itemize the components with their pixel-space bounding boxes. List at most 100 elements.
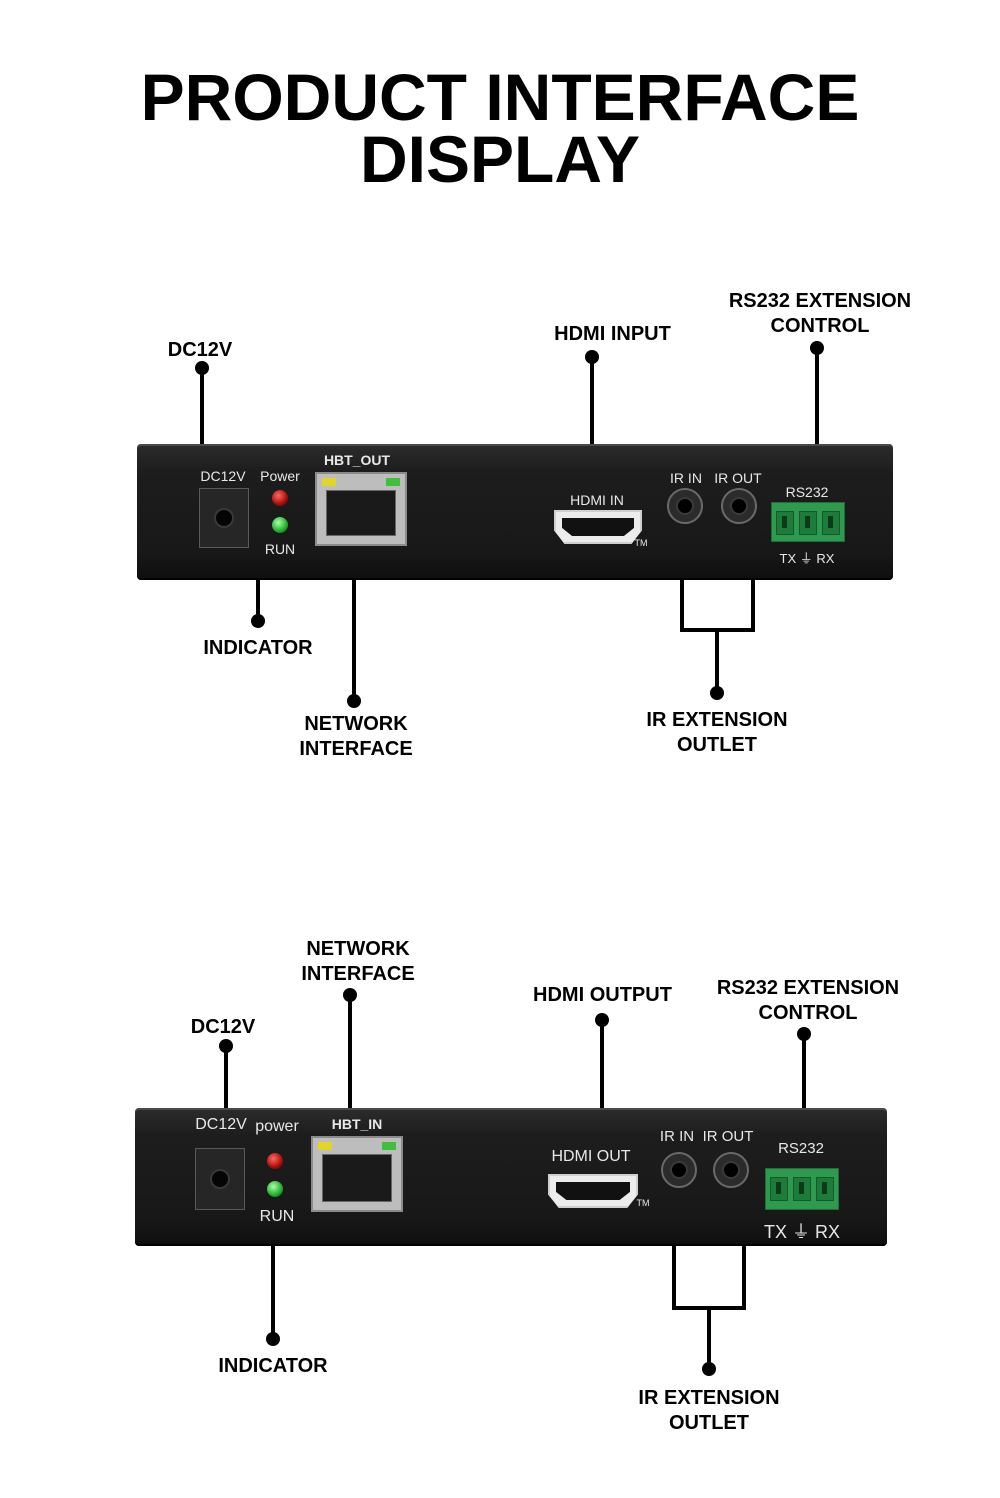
callout-dc12v: DC12V	[167, 339, 233, 361]
callout-ir-line2: OUTLET	[669, 1412, 749, 1434]
callout-network-interface: NETWORK INTERFACE	[276, 712, 436, 762]
hdmi-port[interactable]	[554, 510, 642, 544]
callout-network-interface: NETWORK INTERFACE	[278, 937, 438, 987]
hdmi-socket	[556, 1182, 630, 1200]
callout-line	[271, 1246, 275, 1334]
panel-label-dc12v: DC12V	[200, 468, 246, 484]
rj45-activity-led	[386, 478, 400, 486]
callout-dot	[251, 614, 265, 628]
rs232-terminal-rx	[816, 1177, 834, 1201]
callout-rs232-line2: CONTROL	[758, 1002, 858, 1024]
hdmi-socket	[562, 518, 634, 536]
callout-line	[200, 368, 204, 444]
callout-line	[590, 357, 594, 444]
dc-jack-hole	[216, 510, 232, 526]
panel-label-dc12v: DC12V	[195, 1116, 247, 1133]
callout-rs232-line1: RS232 EXTENSION	[728, 290, 912, 312]
rs232-terminal-gnd	[799, 511, 817, 535]
callout-indicator: INDICATOR	[203, 637, 313, 659]
rj45-link-led	[322, 478, 336, 486]
callout-dot	[702, 1362, 716, 1376]
panel-label-terminals: TX ⏚ RX	[763, 1222, 840, 1242]
callout-ir-extension: IR EXTENSION OUTLET	[614, 1386, 804, 1436]
callout-rs232-line2: CONTROL	[770, 315, 870, 337]
callout-dot	[347, 694, 361, 708]
panel-label-hbt: HBT_OUT	[323, 452, 391, 468]
rj45-link-led	[318, 1142, 332, 1150]
ir-out-jack[interactable]	[713, 1152, 749, 1188]
callout-network-line2: INTERFACE	[301, 963, 415, 985]
panel-label-hdmi: HDMI OUT	[551, 1148, 631, 1165]
panel-label-ir-in: IR IN	[670, 470, 702, 486]
callout-line	[224, 1046, 228, 1108]
panel-label-power: power	[255, 1118, 299, 1135]
dc-jack-hole	[212, 1171, 228, 1187]
rs232-terminal-tx	[770, 1177, 788, 1201]
callout-network-line1: NETWORK	[304, 713, 408, 735]
rs232-terminal-rx	[822, 511, 840, 535]
panel-label-power: Power	[260, 468, 300, 484]
callout-bracket-right	[742, 1246, 746, 1310]
title-line-1: PRODUCT INTERFACE	[140, 60, 860, 134]
callout-ir-line1: IR EXTENSION	[638, 1387, 780, 1409]
panel-label-run: RUN	[264, 541, 296, 557]
callout-bracket-left	[672, 1246, 676, 1310]
callout-indicator: INDICATOR	[218, 1355, 328, 1377]
rs232-terminal-block[interactable]	[771, 502, 845, 542]
ir-in-socket	[676, 497, 694, 515]
panel-label-hbt: HBT_IN	[331, 1116, 383, 1132]
hdmi-port[interactable]	[548, 1174, 638, 1208]
callout-bracket-right	[751, 580, 755, 632]
callout-rs232-line1: RS232 EXTENSION	[716, 977, 900, 999]
rs232-terminal-tx	[776, 511, 794, 535]
transmitter-rear-panel: DC12V Power RUN HBT_OUT HDMI IN TM IR IN…	[137, 444, 893, 580]
callout-line	[600, 1020, 604, 1108]
panel-label-run: RUN	[259, 1208, 295, 1225]
callout-ir-line2: OUTLET	[677, 734, 757, 756]
panel-label-tm: TM	[636, 1198, 650, 1208]
callout-line	[802, 1034, 806, 1108]
rj45-activity-led	[382, 1142, 396, 1150]
ir-in-jack[interactable]	[661, 1152, 697, 1188]
callout-line	[715, 630, 719, 688]
rj45-socket	[326, 490, 396, 536]
dc-power-jack[interactable]	[195, 1148, 245, 1210]
callout-line	[348, 995, 352, 1108]
callout-dc12v: DC12V	[190, 1016, 256, 1038]
callout-dot	[266, 1332, 280, 1346]
rj45-socket	[322, 1154, 392, 1202]
dc-power-jack[interactable]	[199, 488, 249, 548]
callout-bracket-left	[680, 580, 684, 632]
callout-network-line2: INTERFACE	[299, 738, 413, 760]
ir-in-jack[interactable]	[667, 488, 703, 524]
run-led	[272, 517, 288, 533]
callout-rs232-control: RS232 EXTENSION CONTROL	[720, 289, 920, 339]
callout-line	[352, 580, 356, 696]
ir-out-jack[interactable]	[721, 488, 757, 524]
run-led	[267, 1181, 283, 1197]
callout-ir-line1: IR EXTENSION	[646, 709, 788, 731]
title-line-2: DISPLAY	[360, 122, 640, 196]
callout-network-line1: NETWORK	[306, 938, 410, 960]
ir-out-socket	[730, 497, 748, 515]
panel-label-ir-in: IR IN	[659, 1128, 695, 1145]
callout-line	[707, 1308, 711, 1364]
rs232-terminal-block[interactable]	[765, 1168, 839, 1210]
rs232-terminal-gnd	[793, 1177, 811, 1201]
panel-label-terminals: TX ⏚ RX	[779, 551, 835, 566]
ir-in-socket	[670, 1161, 688, 1179]
rj45-port[interactable]	[311, 1136, 403, 1212]
panel-label-rs232: RS232	[785, 484, 829, 500]
panel-label-ir-out: IR OUT	[714, 470, 762, 486]
receiver-rear-panel: DC12V power RUN HBT_IN HDMI OUT TM IR IN…	[135, 1108, 887, 1246]
callout-hdmi-input: HDMI INPUT	[554, 323, 671, 345]
rj45-port[interactable]	[315, 472, 407, 546]
panel-label-hdmi: HDMI IN	[570, 492, 624, 508]
ir-out-socket	[722, 1161, 740, 1179]
callout-ir-extension: IR EXTENSION OUTLET	[622, 708, 812, 758]
callout-hdmi-output: HDMI OUTPUT	[533, 984, 672, 1006]
panel-label-tm: TM	[634, 538, 648, 548]
page-title: PRODUCT INTERFACE DISPLAY	[0, 60, 1000, 196]
panel-label-rs232: RS232	[778, 1140, 824, 1157]
callout-line	[256, 580, 260, 616]
